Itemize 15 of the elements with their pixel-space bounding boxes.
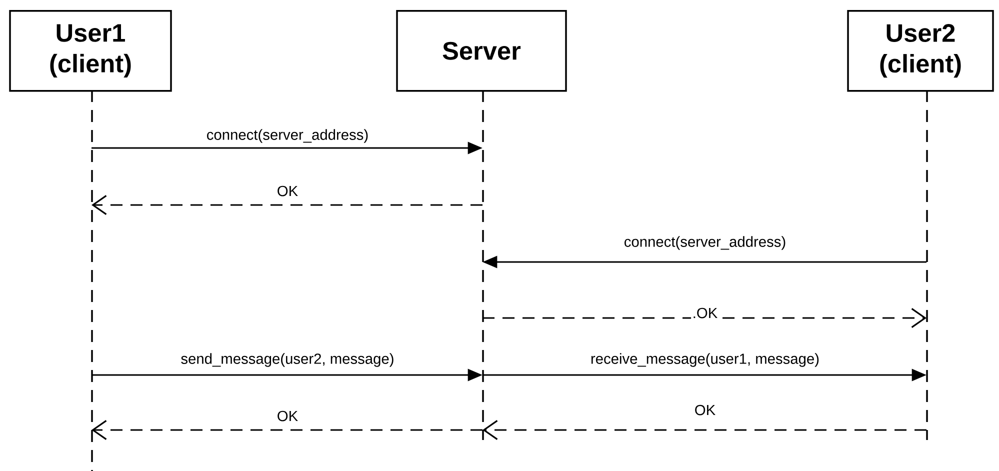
edge-label: send_message(user2, message) bbox=[181, 353, 394, 367]
message-arrow bbox=[92, 420, 482, 440]
edge-label: OK bbox=[695, 404, 716, 416]
message-arrow bbox=[911, 308, 927, 328]
edge-label: connect(server_address) bbox=[207, 129, 368, 143]
edge-label: OK bbox=[278, 186, 298, 196]
edge-label: OK bbox=[278, 410, 298, 422]
message-arrow bbox=[92, 195, 482, 215]
edge-label: .OK bbox=[691, 306, 719, 320]
participant-box: Server bbox=[396, 10, 567, 92]
edge-label: receive_message(user1, message) bbox=[591, 353, 819, 367]
message-arrow bbox=[482, 420, 927, 440]
participant-box: User2 (client) bbox=[847, 10, 994, 92]
participant-box: User1 (client) bbox=[9, 10, 172, 92]
edge-label: connect(server_address) bbox=[624, 236, 786, 250]
